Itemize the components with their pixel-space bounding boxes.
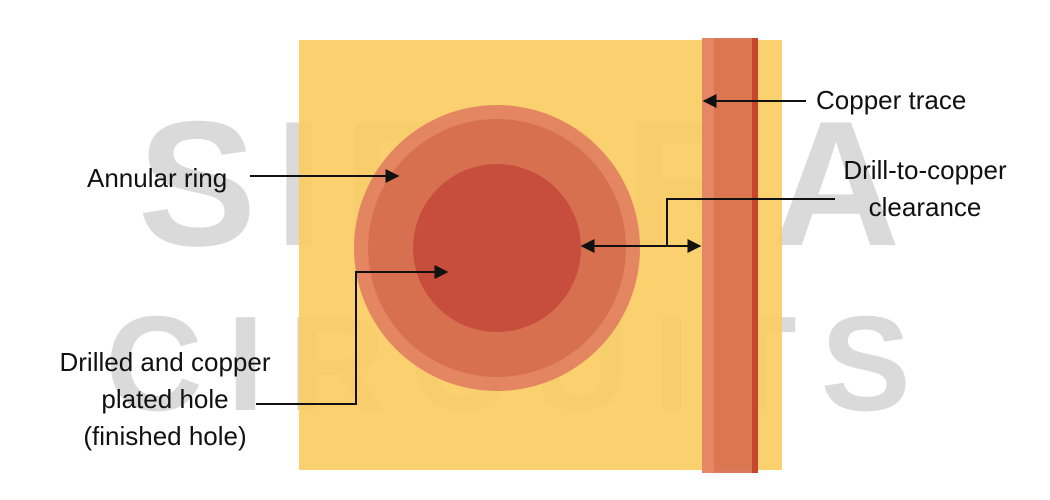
drilled-hole-label: Drilled and copper plated hole (finished…	[40, 344, 290, 455]
clearance-label-line-2: clearance	[868, 192, 982, 222]
drilled-hole-label-line-2: plated hole	[101, 384, 229, 414]
clearance-leader-line	[666, 198, 835, 246]
drilled-hole-label-line-3: (finished hole)	[83, 421, 247, 451]
drilled-hole	[413, 164, 581, 332]
clearance-label-line-1: Drill-to-copper	[843, 155, 1007, 185]
drilled-hole-arrow	[256, 265, 449, 405]
clearance-label: Drill-to-copper clearance	[824, 152, 1026, 226]
drilled-hole-label-line-1: Drilled and copper	[59, 347, 271, 377]
copper-trace-right-edge	[752, 38, 758, 473]
copper-trace-left-edge	[702, 38, 714, 473]
annular-ring-label: Annular ring	[87, 163, 228, 193]
copper-trace-label: Copper trace	[816, 85, 967, 115]
